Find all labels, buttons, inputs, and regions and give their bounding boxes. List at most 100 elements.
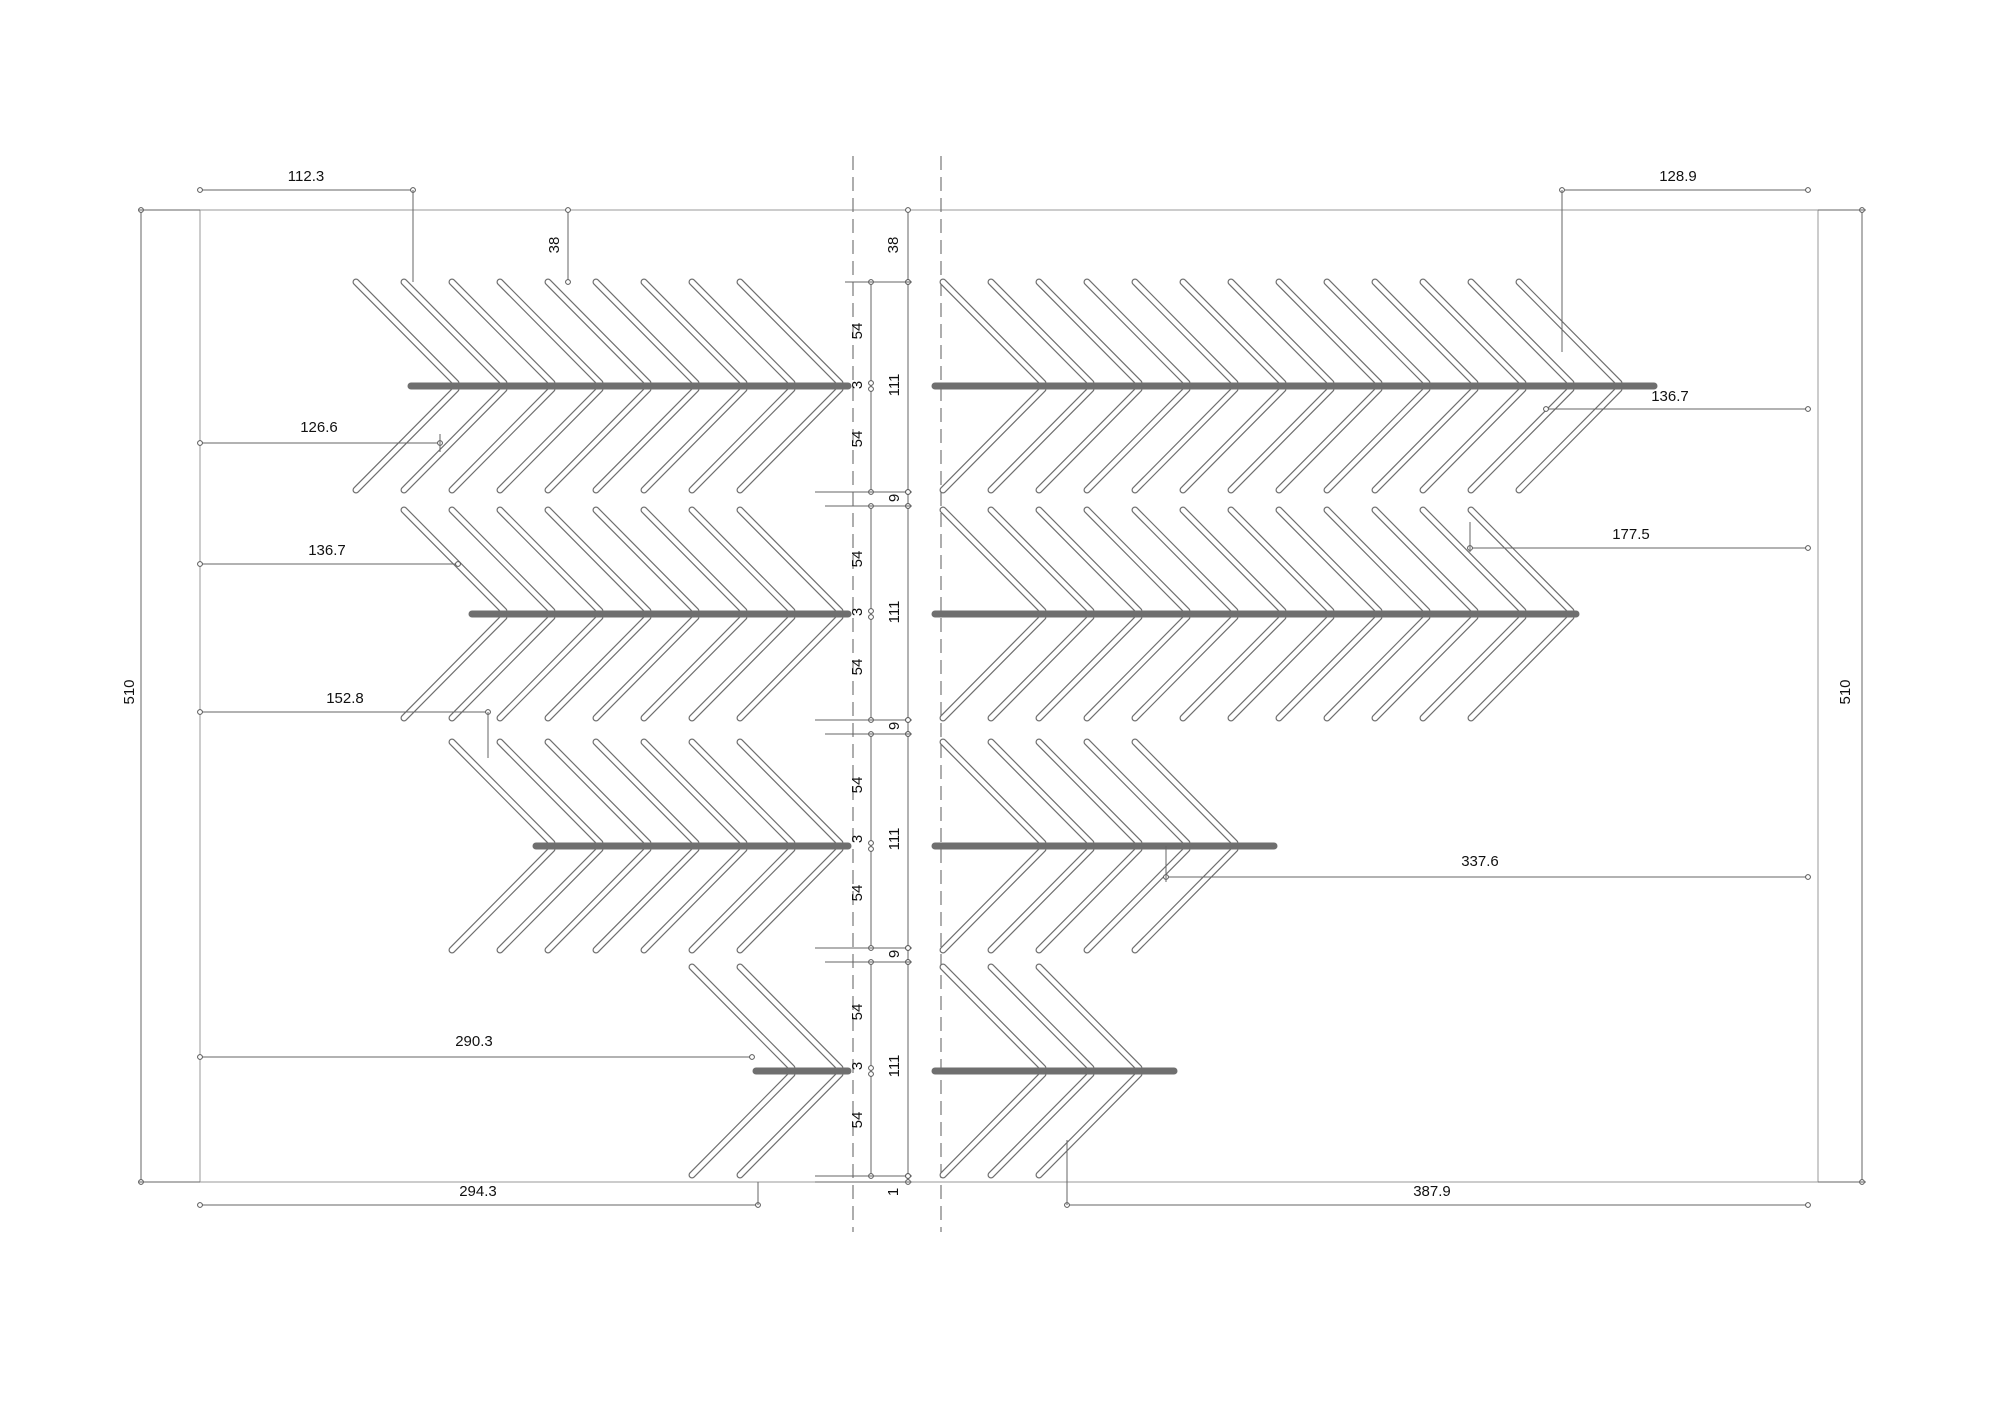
row2-gap-label: 3 — [849, 608, 866, 616]
row1-spacer-label: 9 — [886, 494, 903, 502]
row1-left-lower-stroke-1 — [688, 385, 796, 494]
row4-left-upper-stroke-1 — [688, 963, 796, 1072]
dim-top-left-offset-end-a — [197, 187, 203, 193]
row2-left-lower-stroke-4-fill — [545, 614, 651, 721]
row1-left-upper-stroke-1-fill — [689, 279, 795, 386]
row4-left-lower-stroke-1-fill — [689, 1071, 795, 1178]
row1-right-upper-stroke-5 — [1179, 278, 1287, 387]
row3-left-lower-stroke-1-fill — [689, 846, 795, 953]
dim-row2-spacer-end-a — [905, 717, 911, 723]
row2-right-upper-stroke-9 — [1371, 506, 1479, 615]
row1-right-lower-stroke-11-fill — [1468, 386, 1574, 493]
row2-right-upper-stroke-1-fill — [988, 507, 1094, 614]
row2-right-lower-stroke-3-fill — [1084, 614, 1190, 721]
row3-right-lower-stroke-4-fill — [1132, 846, 1238, 953]
row3-left-lower-stroke-1 — [688, 845, 796, 954]
row1-right-lower-stroke-5-fill — [1180, 386, 1286, 493]
row2-left-upper-stroke-7-fill — [401, 507, 507, 614]
row3-left-upper-stroke-4-fill — [545, 739, 651, 846]
row2-right-upper-stroke-10 — [1419, 506, 1527, 615]
row3-right-upper-stroke-4-fill — [1132, 739, 1238, 846]
row3-right-upper-stroke-2-fill — [1036, 739, 1142, 846]
row1-right-lower-stroke-3-fill — [1084, 386, 1190, 493]
row3-left-upper-stroke-0 — [736, 738, 844, 847]
row2-right-upper-stroke-6-fill — [1228, 507, 1334, 614]
row3-left-lower-stroke-3-fill — [593, 846, 699, 953]
row1-right-upper-stroke-9-fill — [1372, 279, 1478, 386]
bottom-right-offset-label: 387.9 — [1413, 1183, 1451, 1200]
row2-left-lower-stroke-5-fill — [497, 614, 603, 721]
row1-right-upper-stroke-12 — [1515, 278, 1623, 387]
row2-right-upper-stroke-8 — [1323, 506, 1431, 615]
row1-right-lower-stroke-12 — [1515, 385, 1623, 494]
row3-left-lower-stroke-2-fill — [641, 846, 747, 953]
dim-top-right-offset-end-b — [1805, 187, 1811, 193]
row2-right-upper-stroke-7-fill — [1276, 507, 1382, 614]
row4-total-label: 111 — [886, 1055, 903, 1078]
row2-right-lower-stroke-7-fill — [1276, 614, 1382, 721]
row1-left-upper-stroke-1 — [688, 278, 796, 387]
row1-left-lower-stroke-6-fill — [449, 386, 555, 493]
row1-left-lower-stroke-4 — [544, 385, 652, 494]
row2-left-lower-stroke-1-fill — [689, 614, 795, 721]
row1-right-upper-stroke-11 — [1467, 278, 1575, 387]
row2-right-upper-stroke-7 — [1275, 506, 1383, 615]
row1-right-upper-stroke-4-fill — [1132, 279, 1238, 386]
row1-left-lower-stroke-2-fill — [641, 386, 747, 493]
row2-right-lower-stroke-3 — [1083, 613, 1191, 722]
row1-right-lower-stroke-4-fill — [1132, 386, 1238, 493]
row1-right-upper-stroke-6 — [1227, 278, 1335, 387]
row1-left-lower-stroke-8 — [352, 385, 460, 494]
row3-right-upper-stroke-0 — [939, 738, 1047, 847]
dim-row4-chain-gap-b — [868, 1071, 874, 1077]
dim-top-margin-center-end-a — [905, 207, 911, 213]
overall-height-right-label: 510 — [1837, 679, 1854, 704]
row2-left-upper-stroke-7 — [400, 506, 508, 615]
row2-left-upper-stroke-1-fill — [689, 507, 795, 614]
row1-left-lower-stroke-4-fill — [545, 386, 651, 493]
row1-left-lower-stroke-8-fill — [353, 386, 459, 493]
row4-gap-label: 3 — [849, 1062, 866, 1070]
drawing-frame — [199, 209, 1819, 1183]
right-offset-row2-label: 177.5 — [1612, 526, 1650, 543]
row4-right-upper-stroke-0-fill — [940, 964, 1046, 1071]
row2-right-upper-stroke-10-fill — [1420, 507, 1526, 614]
row3-right-lower-stroke-2 — [1035, 845, 1143, 954]
row1-right-upper-stroke-4 — [1131, 278, 1239, 387]
dim-row3-spacer-end-a — [905, 945, 911, 951]
dim-top-margin-left-end-a — [565, 207, 571, 213]
dim-right-offset-row2-end-b — [1805, 545, 1811, 551]
row3-left-upper-stroke-0-fill — [737, 739, 843, 846]
row2-left-upper-stroke-4-fill — [545, 507, 651, 614]
top-right-offset-label: 128.9 — [1659, 168, 1697, 185]
row2-left-lower-stroke-1 — [688, 613, 796, 722]
row4-left-upper-stroke-1-fill — [689, 964, 795, 1071]
row1-right-lower-stroke-11 — [1467, 385, 1575, 494]
row2-left-lower-stroke-3-fill — [593, 614, 699, 721]
row3-right-lower-stroke-1 — [987, 845, 1095, 954]
row4-left-upper-stroke-0-fill — [737, 964, 843, 1071]
row2-right-lower-stroke-6 — [1227, 613, 1335, 722]
dimension-labels: 510 510 112.3 128.9 38 38 294.3 387.9 1 … — [121, 168, 1854, 1200]
row4-lower-label: 54 — [849, 1112, 866, 1129]
row2-right-lower-stroke-6-fill — [1228, 614, 1334, 721]
row4-right-upper-stroke-0 — [939, 963, 1047, 1072]
row2-right-lower-stroke-9-fill — [1372, 614, 1478, 721]
dim-row2-chain-gap-b — [868, 614, 874, 620]
row2-right-lower-stroke-1-fill — [988, 614, 1094, 721]
row1-right-upper-stroke-0-fill — [940, 279, 1046, 386]
row1-left-upper-stroke-7-fill — [401, 279, 507, 386]
row3-lower-label: 54 — [849, 885, 866, 902]
row2-right-upper-stroke-9-fill — [1372, 507, 1478, 614]
row3-left-upper-stroke-4 — [544, 738, 652, 847]
row4-left-upper-stroke-0 — [736, 963, 844, 1072]
row1-right-upper-stroke-8-fill — [1324, 279, 1430, 386]
row1-left-lower-stroke-2 — [640, 385, 748, 494]
row2-right-lower-stroke-5 — [1179, 613, 1287, 722]
row1-left-upper-stroke-8-fill — [353, 279, 459, 386]
row1-right-lower-stroke-12-fill — [1516, 386, 1622, 493]
row2-right-upper-stroke-0-fill — [940, 507, 1046, 614]
row1-right-upper-stroke-1-fill — [988, 279, 1094, 386]
row4-upper-label: 54 — [849, 1004, 866, 1021]
row2-right-lower-stroke-10-fill — [1420, 614, 1526, 721]
